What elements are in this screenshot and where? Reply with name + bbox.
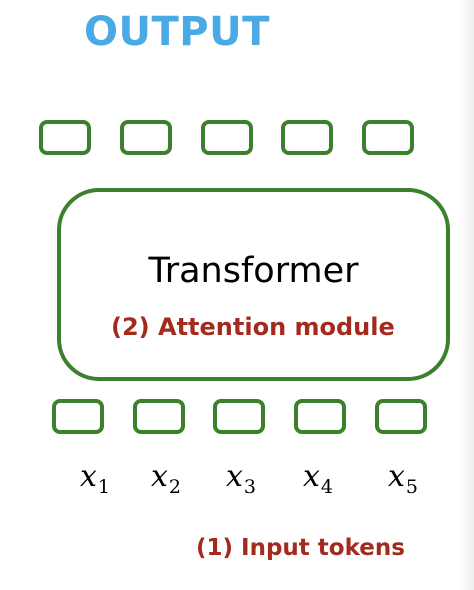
output-token-box — [120, 120, 172, 155]
page-edge-shadow — [458, 0, 474, 590]
input-token-box — [375, 399, 427, 434]
output-token-box — [39, 120, 91, 155]
input-token-label: x1 — [80, 459, 111, 498]
output-token-box — [201, 120, 253, 155]
attention-module-label: (2) Attention module — [111, 313, 395, 341]
output-token-box — [362, 120, 414, 155]
input-token-box — [133, 399, 185, 434]
output-token-box — [281, 120, 333, 155]
input-tokens-label: (1) Input tokens — [196, 535, 405, 561]
output-title: OUTPUT — [84, 9, 270, 55]
transformer-label: Transformer — [148, 251, 359, 291]
input-token-label: x5 — [388, 459, 419, 498]
transformer-block: Transformer (2) Attention module — [57, 188, 450, 381]
input-token-label: x3 — [226, 459, 257, 498]
input-token-box — [52, 399, 104, 434]
input-token-box — [294, 399, 346, 434]
input-token-label: x4 — [303, 459, 334, 498]
input-token-box — [213, 399, 265, 434]
input-token-label: x2 — [151, 459, 182, 498]
